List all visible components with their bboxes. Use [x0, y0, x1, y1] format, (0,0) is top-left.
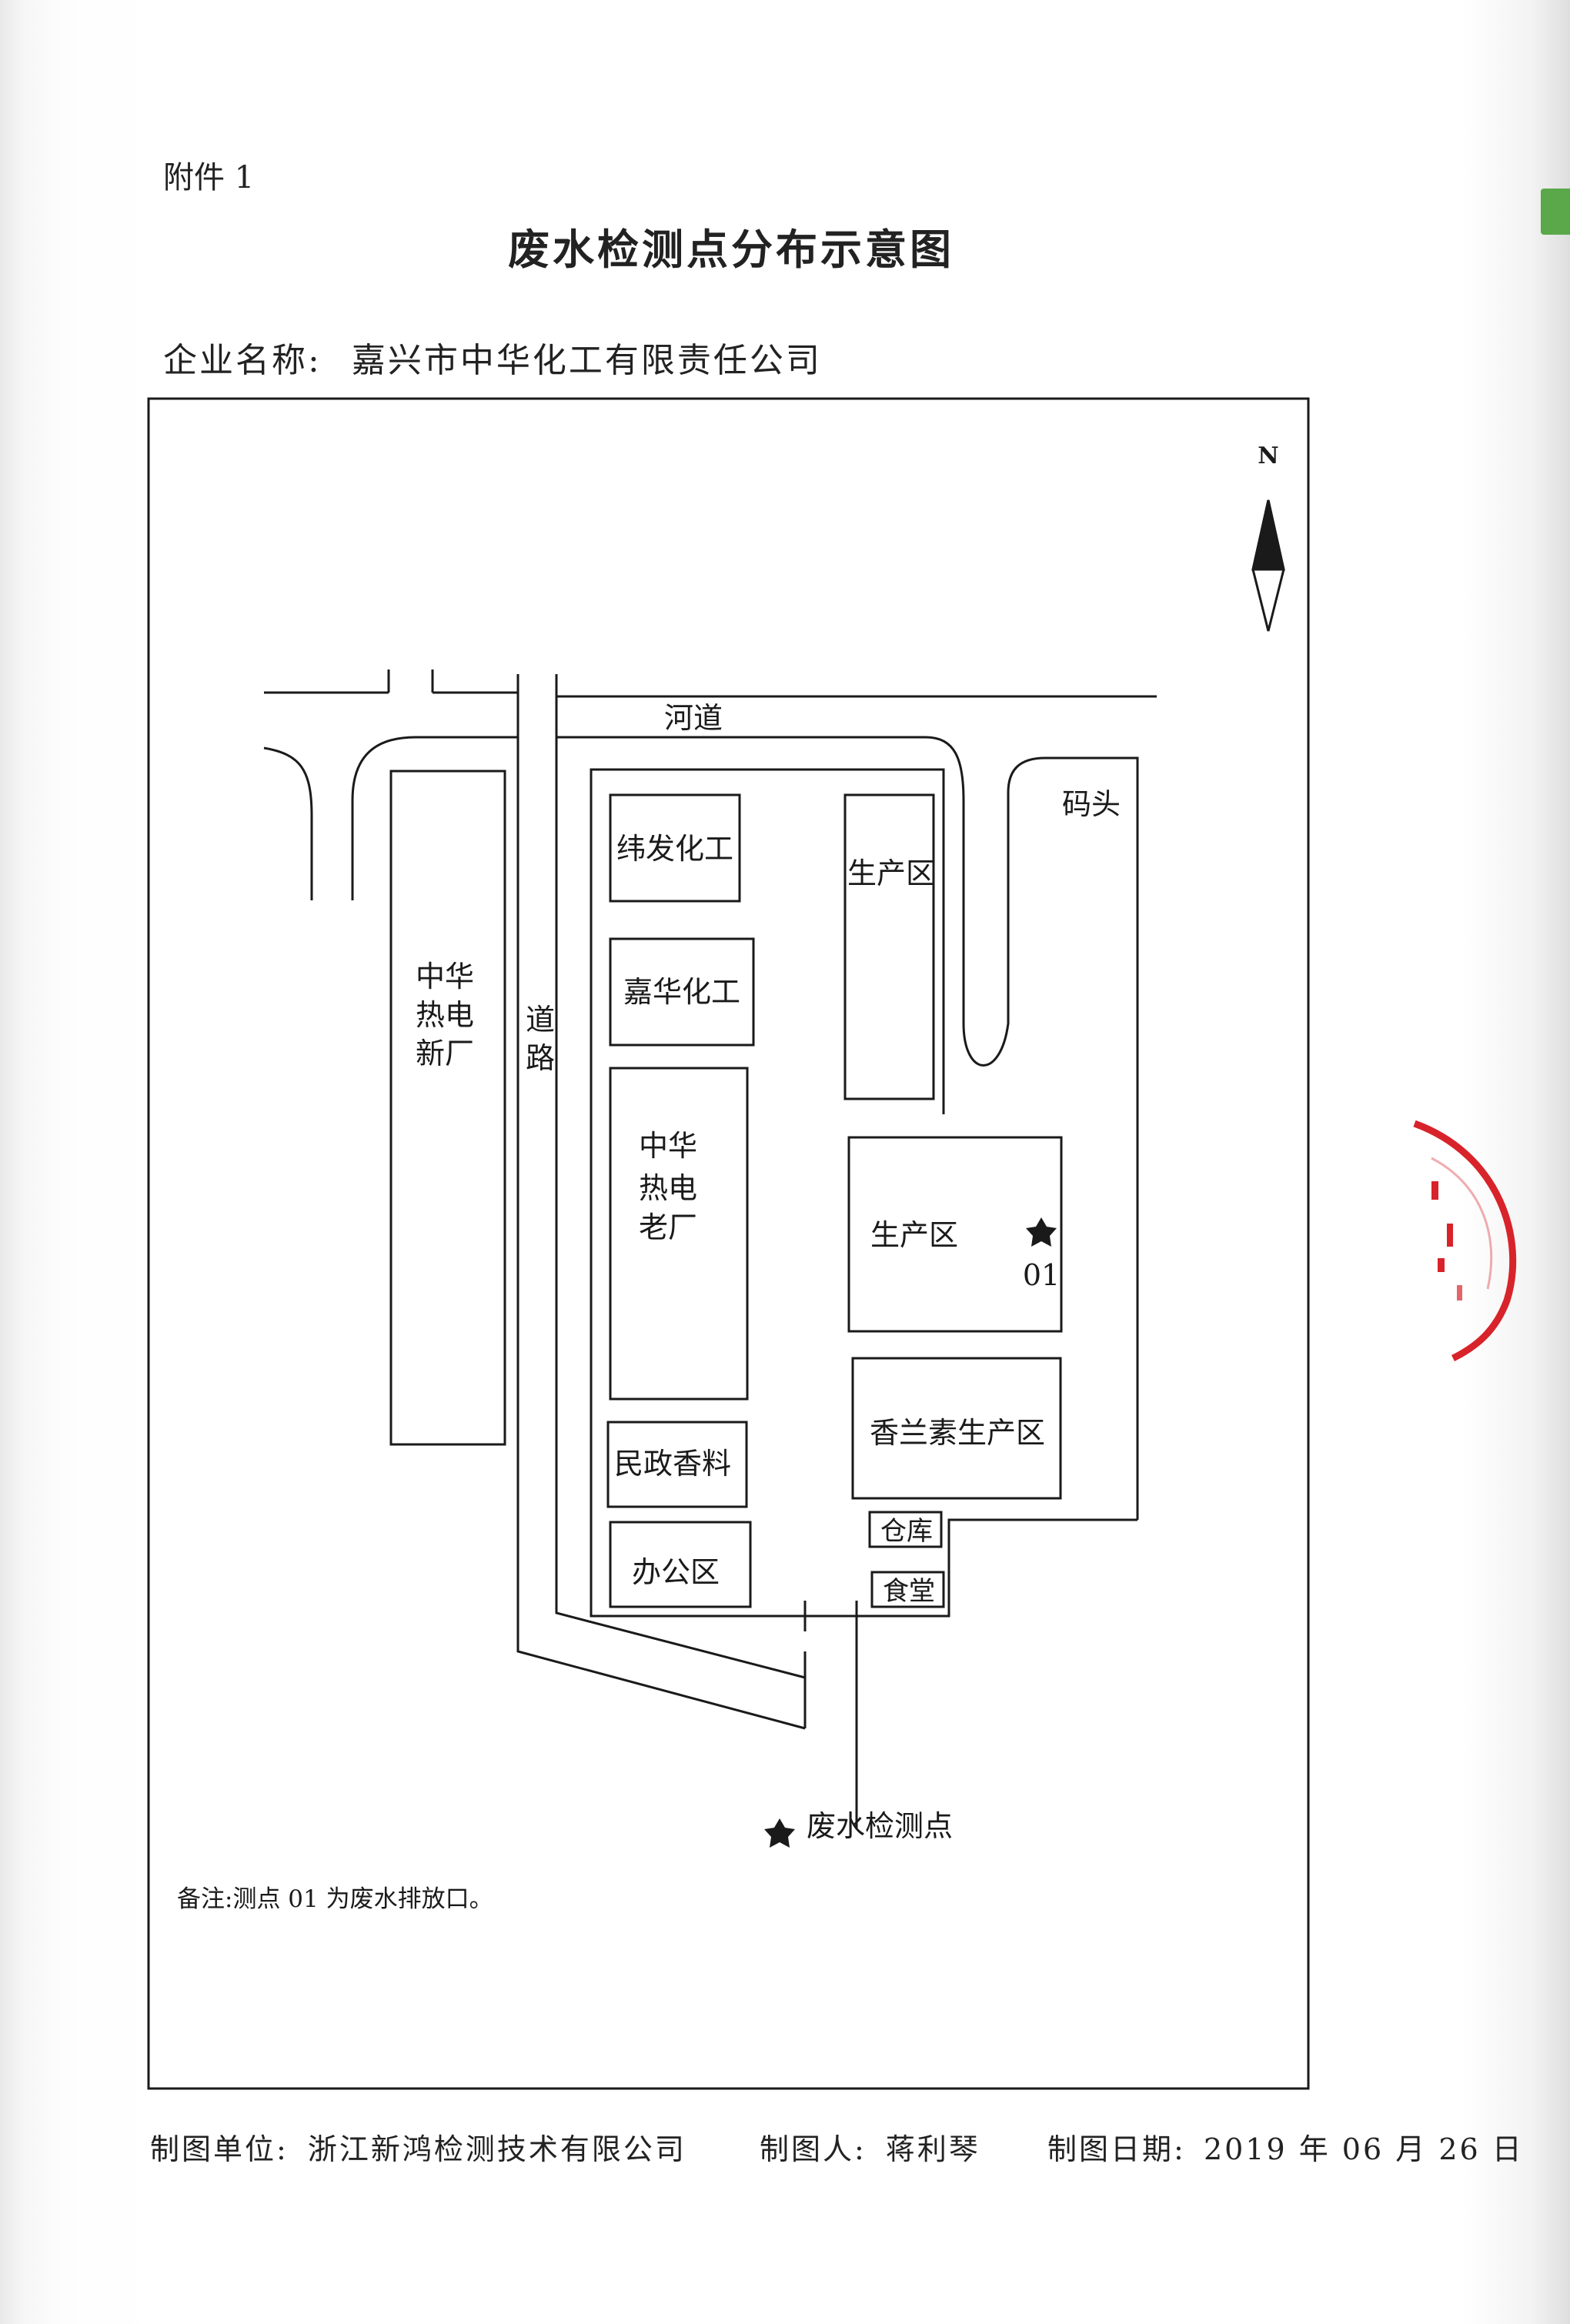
zhonghua-new-label-1: 中华: [416, 960, 474, 993]
attachment-label: 附件 1: [163, 160, 255, 195]
footer-unit: 浙江新鸿检测技术有限公司: [307, 2132, 686, 2166]
green-tab-marker: [1541, 189, 1570, 235]
vanillin-production-area: [851, 1357, 1062, 1500]
jiahua-label: 嘉华化工: [623, 975, 740, 1009]
zhonghua-old-plant: [609, 1067, 749, 1401]
office-area: [609, 1521, 752, 1608]
map-frame: [147, 397, 1310, 2090]
footer-unit-label: 制图单位:: [150, 2132, 289, 2166]
road-label-1: 道: [526, 1003, 555, 1037]
company-row: 企业名称: 嘉兴市中华化工有限责任公司: [163, 332, 822, 382]
vanillin-label: 香兰素生产区: [870, 1416, 1045, 1450]
production-mid-label: 生产区: [870, 1218, 958, 1252]
company-label: 企业名称:: [163, 341, 322, 380]
zhonghua-old-label-1: 中华: [639, 1129, 697, 1163]
footer-author-label: 制图人:: [760, 2132, 867, 2166]
north-arrow-icon: [1251, 499, 1285, 632]
zhonghua-new-label-3: 新厂: [416, 1037, 474, 1070]
point-id-label: 01: [1023, 1258, 1060, 1292]
office-label: 办公区: [632, 1555, 720, 1589]
monitoring-point-star-icon: [1026, 1217, 1057, 1247]
zhonghua-old-label-2: 热电: [639, 1171, 697, 1205]
river-label: 河道: [664, 701, 723, 735]
road-label-2: 路: [526, 1041, 555, 1075]
legend-label: 废水检测点: [807, 1809, 953, 1843]
zhonghua-new-plant: [389, 770, 506, 1446]
production-top-label: 生产区: [847, 856, 935, 890]
footer: 制图单位: 浙江新鸿检测技术有限公司 制图人: 蒋利琴 制图日期: 2019 年…: [150, 2125, 1524, 2168]
zhonghua-new-label-2: 热电: [416, 998, 474, 1032]
production-area-top: [843, 793, 935, 1100]
footer-author: 蒋利琴: [885, 2132, 980, 2166]
river: [263, 669, 1157, 1520]
canteen-label: 食堂: [883, 1576, 935, 1607]
company-boundary: [590, 768, 1137, 1618]
warehouse-label: 仓库: [880, 1516, 933, 1547]
dock-label: 码头: [1062, 787, 1121, 821]
north-label: N: [1258, 442, 1278, 469]
company-name: 嘉兴市中华化工有限责任公司: [351, 341, 822, 380]
footer-date: 2019 年 06 月 26 日: [1203, 2132, 1524, 2166]
weifa-chemical: [609, 793, 741, 903]
minzheng-label: 民政香料: [614, 1447, 731, 1481]
page-title: 废水检测点分布示意图: [508, 225, 954, 274]
production-area-mid: [847, 1136, 1063, 1333]
weifa-label: 纬发化工: [616, 832, 733, 866]
zhonghua-old-label-3: 老厂: [639, 1210, 697, 1244]
minzheng-spice: [606, 1421, 748, 1508]
jiahua-chemical: [609, 937, 755, 1047]
legend-star-icon: [764, 1818, 795, 1848]
warehouse: [868, 1511, 943, 1548]
canteen: [870, 1571, 945, 1608]
map-note: 备注:测点 01 为废水排放口。: [177, 1885, 493, 1913]
seal-stamp: [1413, 1120, 1517, 1362]
road: [516, 674, 858, 1828]
footer-date-label: 制图日期:: [1047, 2132, 1186, 2166]
